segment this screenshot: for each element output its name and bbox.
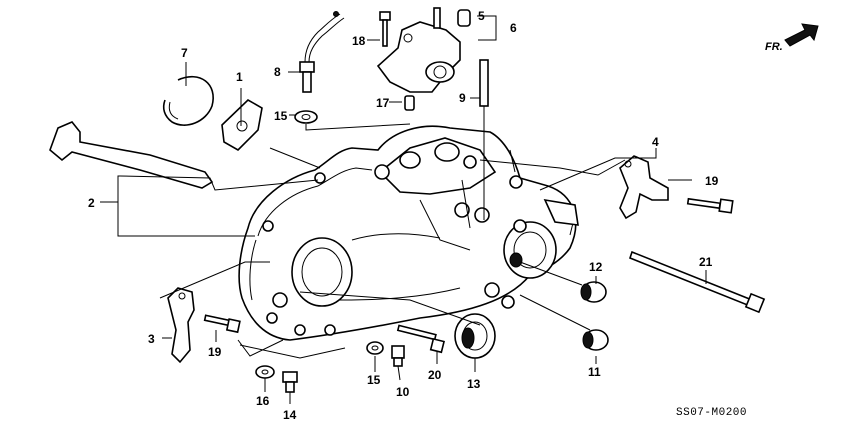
part-11-seal: [582, 329, 609, 351]
callout-17: 17: [376, 96, 390, 110]
part-15-washer-lower: [366, 341, 384, 355]
part-14-drain-plug: [282, 371, 298, 393]
callout-2: 2: [88, 196, 95, 210]
callout-20: 20: [428, 368, 442, 382]
transmission-housing: [238, 125, 579, 341]
part-3-bracket: [167, 287, 195, 364]
callout-19-right: 19: [705, 174, 719, 188]
part-10-plug: [391, 345, 405, 367]
direction-arrow-icon: [784, 23, 819, 47]
callout-11: 11: [588, 365, 601, 379]
front-direction-indicator: FR.: [765, 23, 819, 53]
callout-12: 12: [589, 260, 603, 274]
callout-15-top: 15: [274, 109, 288, 123]
callout-18: 18: [352, 34, 366, 48]
part-1-plate: [221, 99, 263, 151]
callout-10: 10: [396, 385, 410, 399]
part-13-oil-seal: [454, 313, 496, 359]
leader-lines: [100, 15, 707, 404]
part-8-sensor: [299, 11, 345, 93]
part-16-washer: [255, 365, 275, 379]
callout-4: 4: [652, 135, 659, 149]
part-20-bolt: [396, 324, 446, 354]
part-15-washer-top: [294, 110, 318, 124]
callout-labels: 1 2 3 4 5 6 7 8 9 10 11 12 13 14 15 15 1…: [88, 9, 719, 422]
part-6-housing: [376, 7, 461, 93]
callout-6: 6: [510, 21, 517, 35]
part-17-dowel: [404, 95, 415, 111]
direction-label: FR.: [765, 41, 783, 53]
callout-1: 1: [236, 70, 243, 84]
callout-3: 3: [148, 332, 155, 346]
callout-13: 13: [467, 377, 481, 391]
callout-19-left: 19: [208, 345, 222, 359]
part-18-bolt: [379, 11, 391, 47]
callout-5: 5: [478, 9, 485, 23]
part-4-bracket: [619, 155, 669, 220]
part-19-bolt-left: [203, 314, 241, 334]
callout-9: 9: [459, 91, 466, 105]
part-5-cap: [457, 9, 471, 27]
callout-21: 21: [699, 255, 713, 269]
part-12-seal: [580, 281, 607, 303]
part-19-bolt-right: [686, 197, 734, 214]
part-21-long-bolt: [629, 250, 766, 314]
callout-8: 8: [274, 65, 281, 79]
part-7-snap-ring: [162, 75, 214, 126]
callout-16: 16: [256, 394, 270, 408]
callout-7: 7: [181, 46, 188, 60]
diagram-code: SS07-M0200: [676, 407, 747, 419]
callout-15-bottom: 15: [367, 373, 381, 387]
callout-14: 14: [283, 408, 297, 422]
part-2-bracket: [49, 121, 214, 189]
part-9-stud: [479, 59, 489, 107]
